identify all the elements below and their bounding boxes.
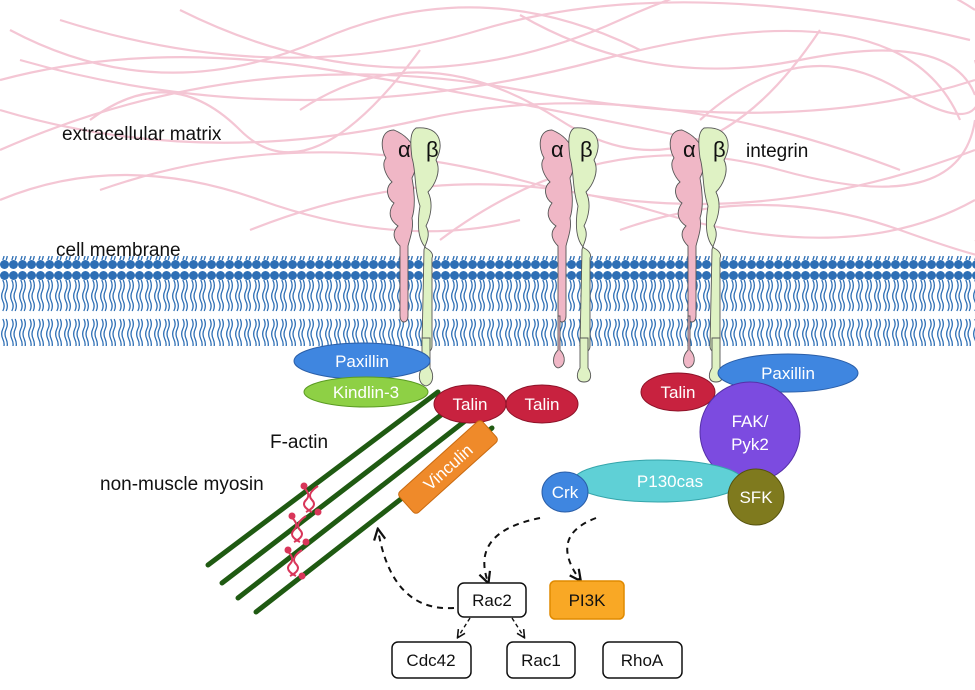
kindlin-3: Kindlin-3 <box>303 376 429 408</box>
beta-label-2: β <box>580 137 593 162</box>
talin-3-label: Talin <box>661 383 696 402</box>
cdc42-box: Cdc42 <box>391 641 472 679</box>
alpha-label-1: α <box>398 137 411 162</box>
talin-2-label: Talin <box>525 395 560 414</box>
signaling-arrows <box>378 517 597 610</box>
talin-3: Talin <box>640 372 716 412</box>
sfk: SFK <box>727 468 785 526</box>
rac1-label: Rac1 <box>521 651 561 670</box>
paxillin-left-label: Paxillin <box>335 352 389 371</box>
integrin-middle-beta-foot <box>576 337 592 383</box>
pyk2-label: Pyk2 <box>731 435 769 454</box>
cdc42-label: Cdc42 <box>406 651 455 670</box>
integrin-right-alpha-foot <box>683 315 695 369</box>
rhoa-label: RhoA <box>621 651 664 670</box>
ecm-label: extracellular matrix <box>62 124 222 145</box>
crk-label: Crk <box>552 483 579 502</box>
talin-2: Talin <box>505 384 579 424</box>
integrin-label: integrin <box>746 141 808 162</box>
rac2-output-arrows <box>458 617 524 637</box>
factin-filaments <box>205 389 495 615</box>
alpha-label-3: α <box>683 137 696 162</box>
sfk-label: SFK <box>739 488 773 507</box>
beta-label-1: β <box>426 137 439 162</box>
fak-pyk2: FAK/ Pyk2 <box>699 381 801 483</box>
myosin-crosslinks <box>284 482 322 580</box>
rac1-box: Rac1 <box>506 641 576 679</box>
fak-label: FAK/ <box>732 412 769 431</box>
beta-label-3: β <box>713 137 726 162</box>
rac2-box: Rac2 <box>457 582 527 618</box>
membrane-label: cell membrane <box>56 240 181 261</box>
pi3k-label: PI3K <box>569 591 607 610</box>
factin-label: F-actin <box>270 432 328 453</box>
cell-membrane <box>0 256 975 346</box>
myosin-label: non-muscle myosin <box>100 474 264 495</box>
integrin-middle-alpha-foot <box>553 315 565 369</box>
paxillin-right-label: Paxillin <box>761 364 815 383</box>
rhoa-box: RhoA <box>602 641 683 679</box>
alpha-label-2: α <box>551 137 564 162</box>
talin-1: Talin <box>433 384 507 424</box>
pi3k-box: PI3K <box>549 580 625 620</box>
talin-1-label: Talin <box>453 395 488 414</box>
p130cas-label: P130cas <box>637 472 703 491</box>
crk: Crk <box>541 471 589 513</box>
kindlin-3-label: Kindlin-3 <box>333 383 399 402</box>
rac2-label: Rac2 <box>472 591 512 610</box>
p130cas: P130cas <box>572 459 744 503</box>
paxillin-left: Paxillin <box>293 342 431 380</box>
